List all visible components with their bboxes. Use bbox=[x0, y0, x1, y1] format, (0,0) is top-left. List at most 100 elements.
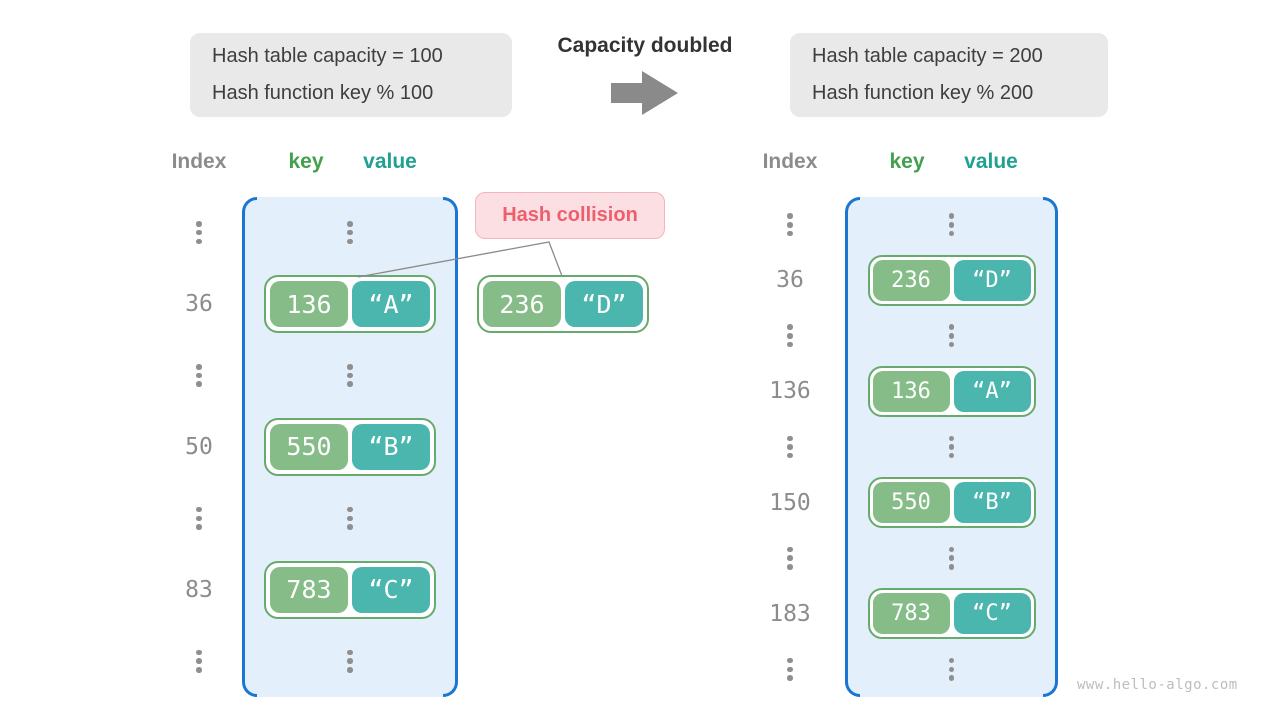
hash-collision-badge: Hash collision bbox=[475, 192, 665, 239]
index-slot bbox=[167, 483, 231, 554]
key-value-pair: 550“B” bbox=[264, 417, 436, 476]
vertical-ellipsis-icon bbox=[196, 505, 202, 531]
index-slot bbox=[167, 340, 231, 411]
vertical-ellipsis-icon bbox=[347, 648, 353, 674]
left-value-header: value bbox=[363, 150, 417, 173]
external-pair-slot: 236“D” bbox=[477, 275, 649, 333]
index-column-left: 36 50 83 bbox=[167, 197, 231, 697]
index-slot: 150 bbox=[758, 475, 822, 531]
key-cell: 136 bbox=[270, 281, 348, 328]
index-label: 36 bbox=[776, 267, 804, 294]
index-slot bbox=[758, 419, 822, 475]
key-cell: 783 bbox=[270, 566, 348, 613]
bucket-slot bbox=[845, 530, 1058, 586]
vertical-ellipsis-icon bbox=[347, 505, 353, 531]
hash-function-line: Hash function key % 200 bbox=[812, 82, 1034, 104]
index-slot bbox=[167, 197, 231, 268]
value-cell: “A” bbox=[953, 370, 1031, 412]
index-slot bbox=[758, 530, 822, 586]
key-value-pair: 136“A” bbox=[867, 365, 1036, 417]
value-cell: “D” bbox=[953, 259, 1031, 301]
bucket-slot bbox=[242, 483, 458, 554]
key-cell: 550 bbox=[270, 423, 348, 470]
value-cell: “D” bbox=[565, 281, 643, 327]
bucket-slot bbox=[845, 197, 1058, 253]
vertical-ellipsis-icon bbox=[948, 434, 955, 460]
bucket-slot: 550“B” bbox=[845, 475, 1058, 531]
right-index-header: Index bbox=[762, 150, 818, 173]
vertical-ellipsis-icon bbox=[787, 212, 793, 238]
index-slot: 36 bbox=[167, 268, 231, 339]
bucket-slot bbox=[845, 419, 1058, 475]
index-slot: 136 bbox=[758, 364, 822, 420]
key-cell: 236 bbox=[483, 281, 561, 327]
vertical-ellipsis-icon bbox=[196, 363, 202, 389]
index-slot: 36 bbox=[758, 253, 822, 309]
vertical-ellipsis-icon bbox=[948, 545, 955, 571]
bucket-slot: 550“B” bbox=[242, 411, 458, 482]
vertical-ellipsis-icon bbox=[196, 648, 202, 674]
vertical-ellipsis-icon bbox=[787, 656, 793, 682]
index-label: 183 bbox=[769, 600, 811, 627]
value-cell: “B” bbox=[953, 482, 1031, 524]
key-value-pair: 550“B” bbox=[867, 477, 1036, 529]
bucket-slot bbox=[242, 626, 458, 697]
right-value-header: value bbox=[964, 150, 1018, 173]
capacity-line: Hash table capacity = 100 bbox=[212, 45, 443, 67]
index-slot: 183 bbox=[758, 586, 822, 642]
key-cell: 550 bbox=[872, 482, 950, 524]
left-key-header: key bbox=[288, 150, 324, 173]
bucket-slot: 136“A” bbox=[845, 364, 1058, 420]
right-block-arrow-icon bbox=[611, 71, 678, 115]
key-value-pair: 136“A” bbox=[264, 275, 436, 334]
capacity-line: Hash table capacity = 200 bbox=[812, 45, 1043, 67]
index-column-right: 36 136 150 183 bbox=[758, 197, 822, 697]
index-slot: 83 bbox=[167, 554, 231, 625]
bucket-slot: 236“D” bbox=[845, 253, 1058, 309]
value-cell: “C” bbox=[352, 566, 430, 613]
bucket-slot bbox=[845, 642, 1058, 698]
index-label: 50 bbox=[185, 433, 213, 460]
bucket-array-right: 236“D” 136“A” 550“B” 783“C” bbox=[845, 197, 1058, 697]
value-cell: “A” bbox=[352, 281, 430, 328]
bucket-slot: 136“A” bbox=[242, 268, 458, 339]
key-cell: 236 bbox=[872, 259, 950, 301]
vertical-ellipsis-icon bbox=[787, 434, 793, 460]
key-value-pair: 783“C” bbox=[867, 588, 1036, 640]
capacity-box-after: Hash table capacity = 200 Hash function … bbox=[790, 33, 1108, 117]
key-value-pair: 783“C” bbox=[264, 560, 436, 619]
capacity-box-before: Hash table capacity = 100 Hash function … bbox=[190, 33, 512, 117]
hash-function-line: Hash function key % 100 bbox=[212, 82, 434, 104]
key-value-pair: 236“D” bbox=[867, 254, 1036, 306]
vertical-ellipsis-icon bbox=[787, 323, 793, 349]
vertical-ellipsis-icon bbox=[196, 220, 202, 246]
vertical-ellipsis-icon bbox=[347, 363, 353, 389]
index-label: 36 bbox=[185, 291, 213, 318]
value-cell: “C” bbox=[953, 593, 1031, 635]
transition-label: Capacity doubled bbox=[557, 34, 733, 57]
hash-collision-label: Hash collision bbox=[502, 204, 638, 226]
key-cell: 783 bbox=[872, 593, 950, 635]
vertical-ellipsis-icon bbox=[787, 545, 793, 571]
right-key-header: key bbox=[889, 150, 925, 173]
bucket-slot: 783“C” bbox=[242, 554, 458, 625]
key-value-pair: 236“D” bbox=[477, 275, 649, 333]
bucket-slot bbox=[242, 197, 458, 268]
index-label: 83 bbox=[185, 576, 213, 603]
index-slot: 50 bbox=[167, 411, 231, 482]
bucket-array-left: 136“A” 550“B” 783“C” bbox=[242, 197, 458, 697]
vertical-ellipsis-icon bbox=[347, 220, 353, 246]
index-label: 136 bbox=[769, 378, 811, 405]
index-slot bbox=[758, 197, 822, 253]
index-label: 150 bbox=[769, 489, 811, 516]
bucket-slot bbox=[242, 340, 458, 411]
left-index-header: Index bbox=[171, 150, 227, 173]
key-cell: 136 bbox=[872, 370, 950, 412]
value-cell: “B” bbox=[352, 423, 430, 470]
vertical-ellipsis-icon bbox=[948, 656, 955, 682]
index-slot bbox=[758, 308, 822, 364]
watermark: www.hello-algo.com bbox=[1077, 677, 1238, 693]
bucket-slot: 783“C” bbox=[845, 586, 1058, 642]
index-slot bbox=[758, 642, 822, 698]
